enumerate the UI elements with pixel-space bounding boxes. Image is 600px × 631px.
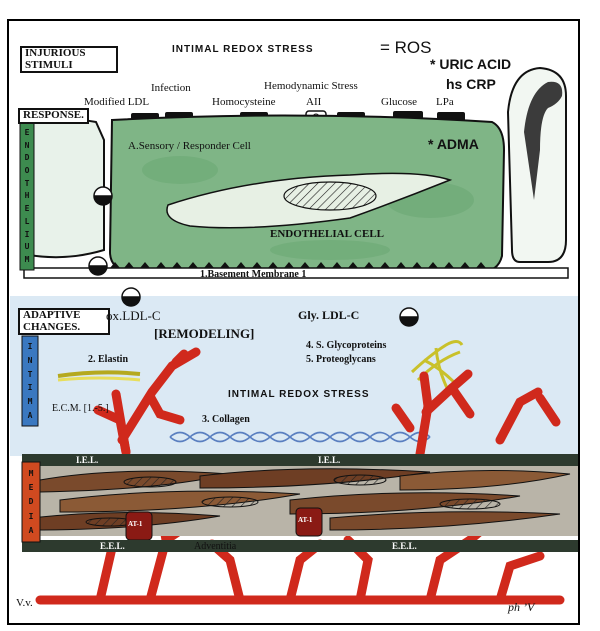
endothelial-cell-label: ENDOTHELIAL CELL bbox=[270, 228, 385, 240]
ros-label: = ROS bbox=[380, 38, 432, 57]
hs-crp-label: hs CRP bbox=[446, 76, 496, 92]
endothelium-letter: T bbox=[24, 178, 30, 188]
media-letter: D bbox=[28, 497, 34, 507]
media-letter: E bbox=[28, 483, 34, 493]
endothelium-letter: L bbox=[24, 216, 30, 226]
intima-letter: I bbox=[27, 342, 33, 352]
endothelium-letter: O bbox=[24, 166, 30, 176]
at1-left-label: AT-1 bbox=[128, 520, 143, 528]
infection-label: Infection bbox=[151, 82, 191, 94]
adma-label: * ADMA bbox=[428, 136, 479, 152]
endothelium-letter: U bbox=[24, 242, 30, 252]
basement-membrane-label: 1.Basement Membrane 1 bbox=[200, 269, 307, 280]
eel-left-label: E.E.L. bbox=[100, 541, 125, 551]
ox-ldl-label: ox.LDL-C bbox=[106, 308, 161, 323]
endothelium-letter: I bbox=[24, 229, 30, 239]
endothelium-letter: D bbox=[24, 153, 30, 163]
media-bar bbox=[21, 461, 41, 543]
intimal-redox-stress-mid: INTIMAL REDOX STRESS bbox=[228, 389, 370, 400]
eel-band bbox=[22, 540, 578, 552]
muscle-nuclei bbox=[85, 474, 501, 527]
homocysteine-label: Homocysteine bbox=[212, 96, 276, 108]
intima-letter: N bbox=[27, 355, 33, 365]
intima-letter: A bbox=[27, 410, 33, 420]
basement-membrane bbox=[23, 267, 569, 279]
vasa-vasorum-label: V.v. bbox=[16, 597, 33, 609]
media-letter: I bbox=[28, 511, 34, 521]
response-label: RESPONSE. bbox=[18, 108, 89, 124]
intima-letter: M bbox=[27, 396, 33, 406]
intima-letter: T bbox=[27, 369, 33, 379]
endothelium-letter: E bbox=[24, 127, 30, 137]
glucose-label: Glucose bbox=[381, 96, 418, 108]
eel-right-label: E.E.L. bbox=[392, 541, 417, 551]
remodeling-label: [REMODELING] bbox=[154, 326, 255, 341]
adaptive-changes-label: ADAPTIVE CHANGES. bbox=[18, 308, 110, 336]
monocytes bbox=[88, 186, 419, 327]
elastin-label: 2. Elastin bbox=[88, 354, 129, 365]
at1-right-label: AT-1 bbox=[298, 516, 313, 524]
endothelium-letter: E bbox=[24, 204, 30, 214]
endothelium-letter: H bbox=[24, 191, 30, 201]
right-cell-nucleus bbox=[524, 81, 563, 200]
iel-right-label: I.E.L. bbox=[318, 455, 341, 465]
at1-receptor-right bbox=[295, 507, 323, 537]
collagen-helix bbox=[169, 431, 431, 443]
gly-ldl-label: Gly. LDL-C bbox=[298, 308, 360, 322]
intima-bar bbox=[21, 335, 39, 427]
ecm-label: E.C.M. [1.-5.] bbox=[52, 403, 109, 414]
uric-acid-label: * URIC ACID bbox=[430, 56, 512, 72]
hemodynamic-stress-label: Hemodynamic Stress bbox=[264, 80, 358, 92]
proteoglycans-label: 5. Proteoglycans bbox=[306, 354, 376, 365]
outer-frame bbox=[7, 19, 580, 625]
media-letter: A bbox=[28, 526, 34, 536]
media-letter: M bbox=[28, 468, 34, 478]
basement-teeth bbox=[110, 262, 486, 268]
left-neighbor-cell bbox=[23, 118, 105, 259]
adventitia-label: Adventitia bbox=[194, 541, 237, 552]
lpa-label: LPa bbox=[436, 96, 454, 108]
collagen-label: 3. Collagen bbox=[202, 414, 250, 425]
endothelium-letter: M bbox=[24, 255, 30, 265]
smooth-muscle-cells bbox=[29, 468, 571, 531]
intimal-redox-stress-title: INTIMAL REDOX STRESS bbox=[172, 44, 314, 55]
elastin-fiber bbox=[57, 370, 141, 382]
aii-label: AII bbox=[306, 96, 322, 108]
sensory-cell-label: A.Sensory / Responder Cell bbox=[128, 140, 251, 152]
endothelium-letter: N bbox=[24, 140, 30, 150]
iel-band bbox=[22, 454, 578, 466]
nucleolus bbox=[283, 181, 377, 211]
glycoproteins-label: 4. S. Glycoproteins bbox=[306, 340, 387, 351]
injurious-stimuli-label: INJURIOUS STIMULI bbox=[20, 46, 118, 74]
intima-letter: I bbox=[27, 383, 33, 393]
iel-left-label: I.E.L. bbox=[76, 455, 99, 465]
artist-signature: ph ’V bbox=[508, 600, 535, 614]
modified-ldl-label: Modified LDL bbox=[84, 96, 150, 108]
